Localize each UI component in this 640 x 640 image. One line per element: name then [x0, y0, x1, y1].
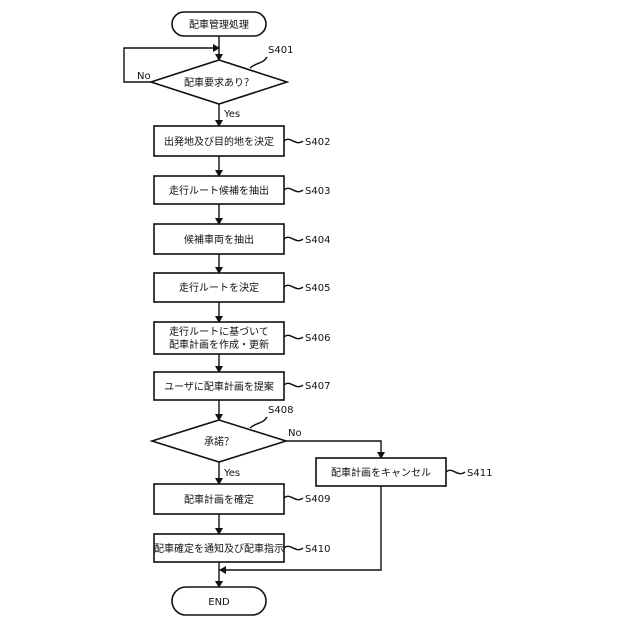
- decision-request-no: No: [137, 71, 151, 82]
- decision-approval-no: No: [288, 428, 302, 439]
- step-s403-leader: [284, 188, 303, 191]
- step-s411-leader: [446, 470, 465, 473]
- step-s408-leader: [250, 417, 267, 428]
- connector-d2-no: [286, 441, 381, 458]
- step-s406: S406: [305, 333, 330, 344]
- process-s403-label: 走行ルート候補を抽出: [169, 184, 269, 197]
- process-s406-line1: 走行ルートに基づいて: [169, 325, 269, 338]
- step-s406-leader: [284, 335, 303, 338]
- step-s402-leader: [284, 139, 303, 142]
- process-s409-label: 配車計画を確定: [184, 493, 254, 506]
- step-s405: S405: [305, 283, 330, 294]
- decision-approval-yes: Yes: [223, 468, 240, 479]
- step-s402: S402: [305, 137, 330, 148]
- step-s410-leader: [284, 546, 303, 549]
- step-s408: S408: [268, 405, 293, 416]
- step-s407: S407: [305, 381, 330, 392]
- process-s406-line2: 配車計画を作成・更新: [169, 338, 269, 351]
- step-s401: S401: [268, 45, 293, 56]
- process-s411-label: 配車計画をキャンセル: [331, 466, 431, 479]
- step-s411: S411: [467, 468, 492, 479]
- step-s409-leader: [284, 496, 303, 499]
- step-s403: S403: [305, 186, 330, 197]
- process-s405-label: 走行ルートを決定: [179, 281, 259, 294]
- step-s401-leader: [250, 57, 267, 68]
- step-s410: S410: [305, 544, 330, 555]
- end-label: END: [208, 597, 230, 608]
- step-s404: S404: [305, 235, 330, 246]
- start-label: 配車管理処理: [189, 18, 249, 31]
- decision-request-label: 配車要求あり？: [184, 76, 254, 89]
- decision-approval-label: 承諾？: [204, 435, 234, 448]
- process-s402-label: 出発地及び目的地を決定: [164, 135, 274, 148]
- step-s405-leader: [284, 285, 303, 288]
- step-s404-leader: [284, 237, 303, 240]
- decision-request-yes: Yes: [223, 109, 240, 120]
- step-s409: S409: [305, 494, 330, 505]
- process-s407-label: ユーザに配車計画を提案: [164, 380, 274, 393]
- process-s404-label: 候補車両を抽出: [184, 233, 254, 246]
- process-s410-label: 配車確定を通知及び配車指示: [154, 542, 284, 555]
- step-s407-leader: [284, 383, 303, 386]
